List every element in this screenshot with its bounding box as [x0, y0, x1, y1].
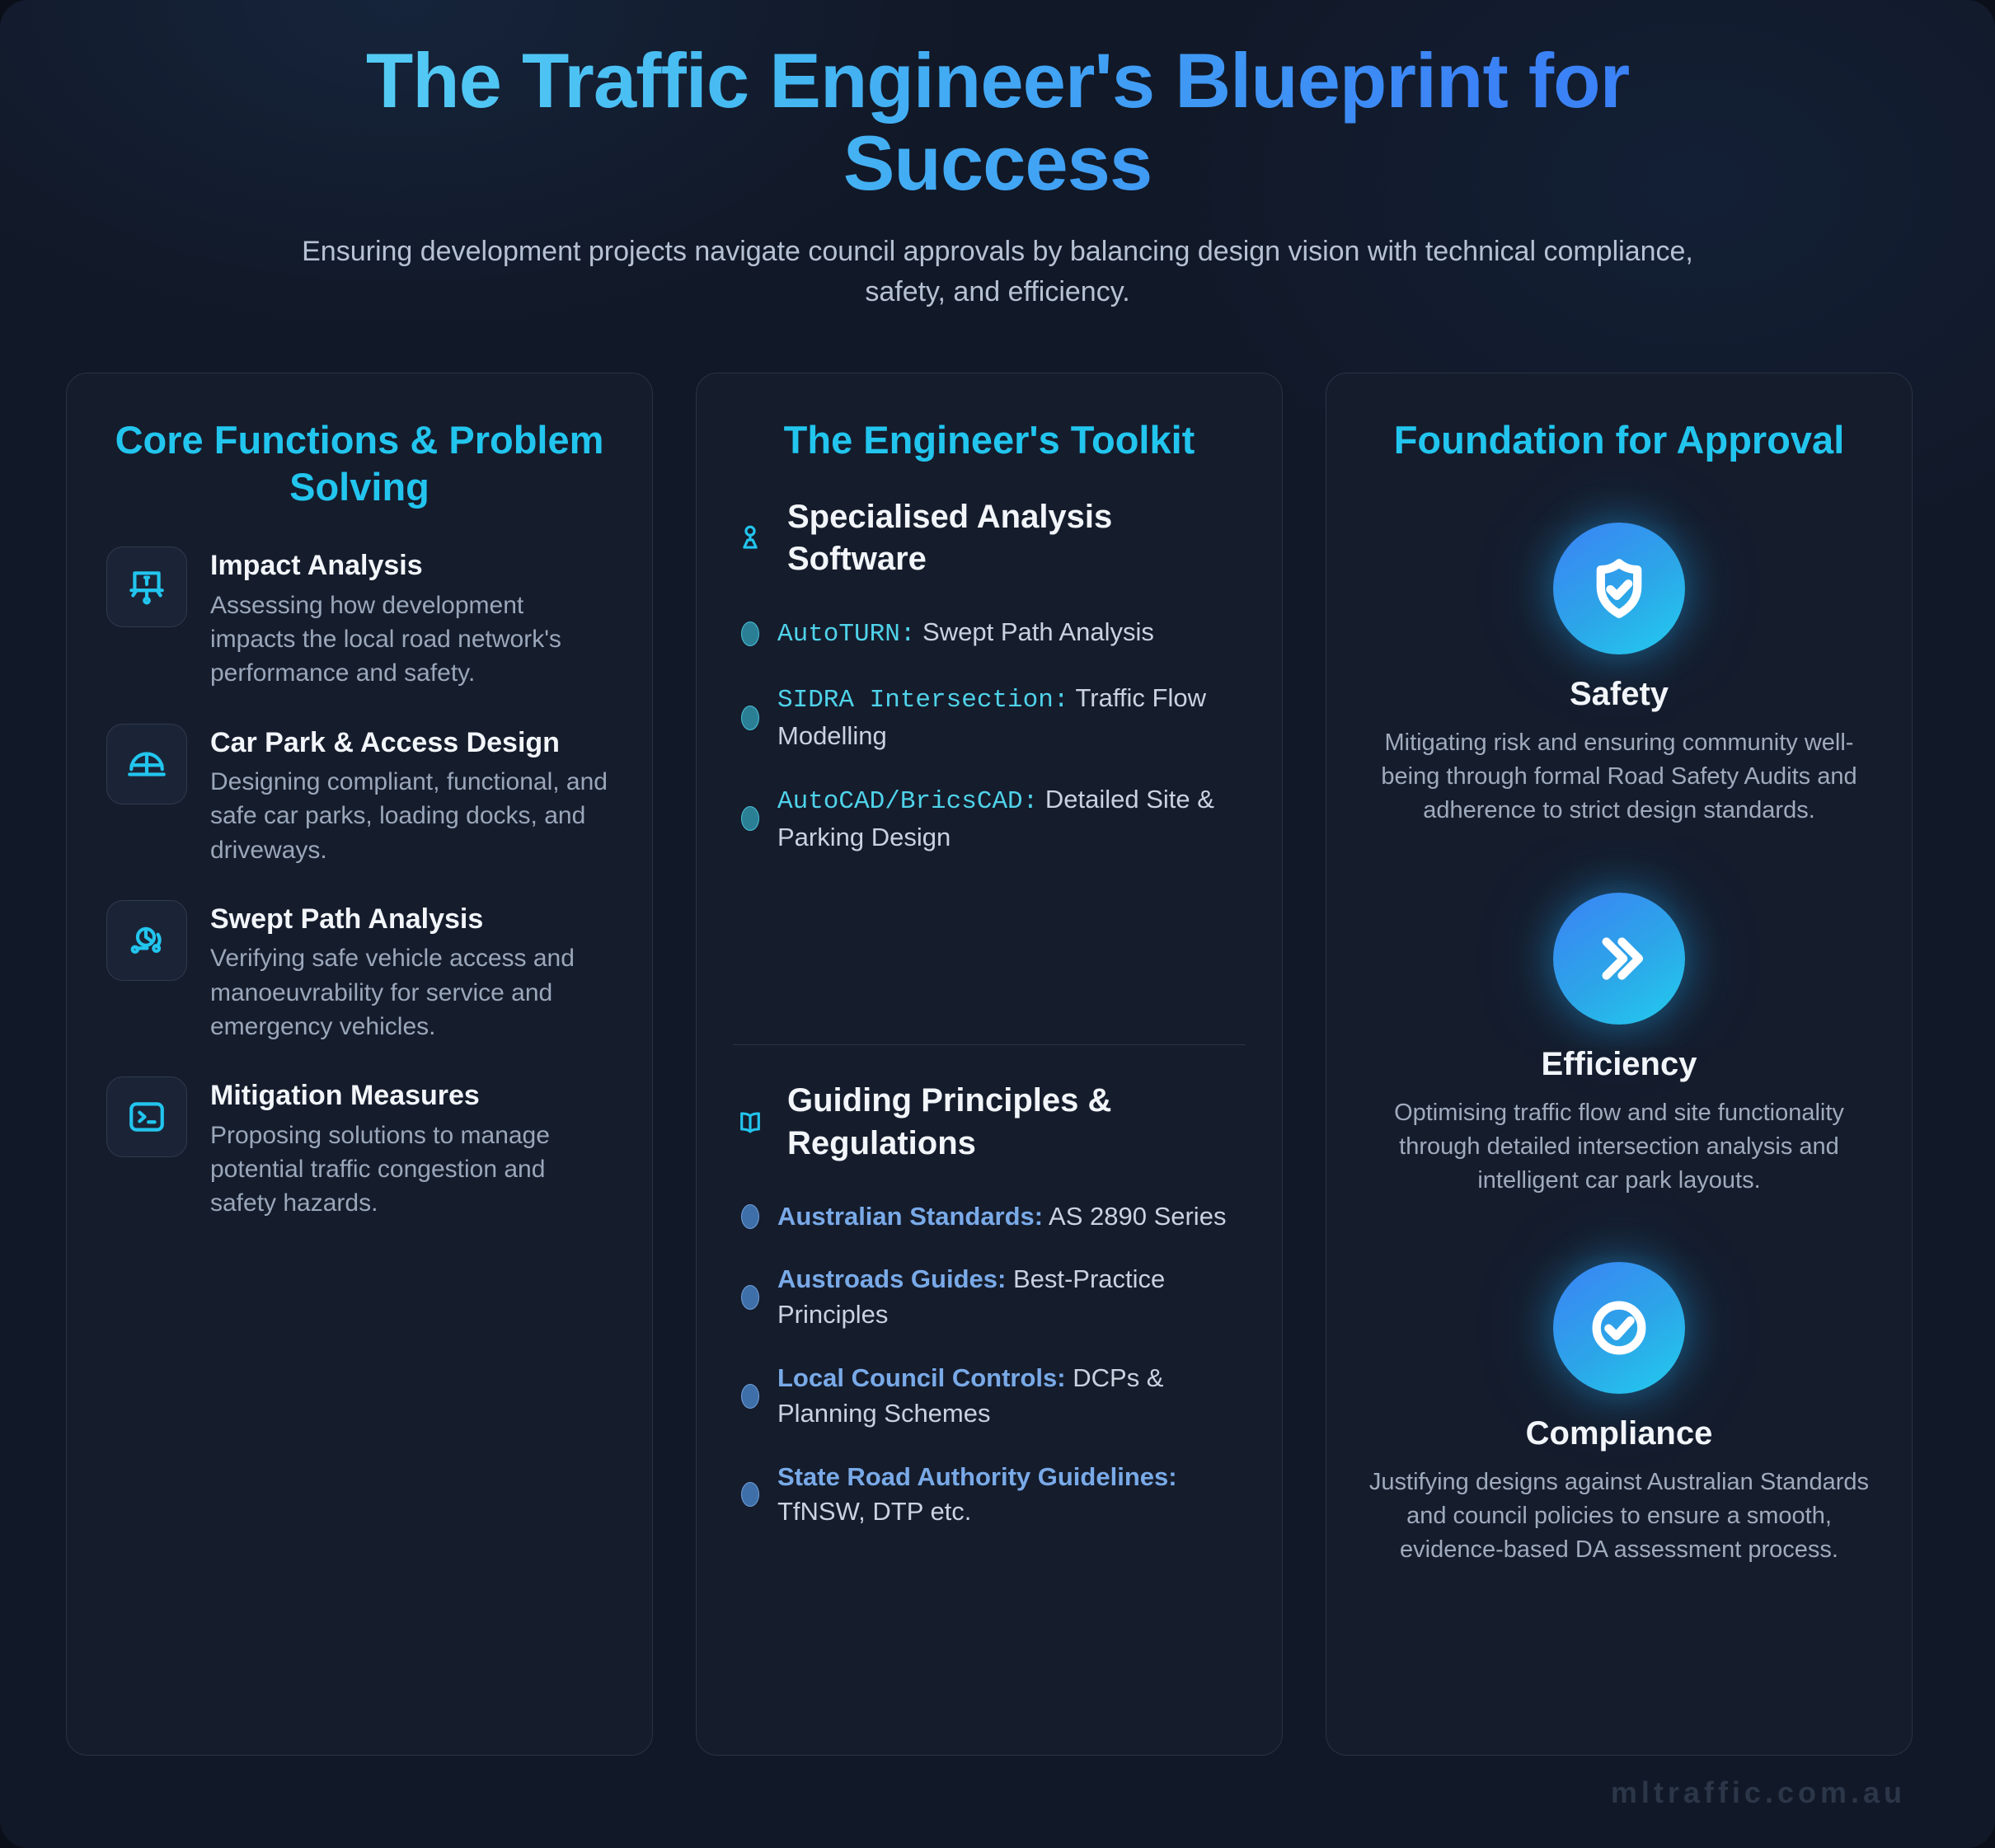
open-book-icon — [733, 1105, 767, 1140]
list-item-title: Swept Path Analysis — [210, 903, 484, 936]
card-foundation-approval: Foundation for Approval Safety Mitigatin… — [1326, 372, 1913, 1756]
swept-path-curve-icon — [106, 900, 187, 982]
list-item-text: AutoTURN: Swept Path Analysis — [777, 615, 1154, 653]
list-item: Impact Analysis Assessing how developmen… — [106, 546, 613, 690]
card-title-toolkit: The Engineer's Toolkit — [783, 417, 1195, 462]
list-item-text: Local Council Controls: DCPs & Planning … — [777, 1361, 1246, 1432]
list-item-title: Mitigation Measures — [210, 1080, 480, 1112]
software-desc: Traffic Flow Modelling — [777, 683, 1206, 751]
list-item-title: Car Park & Access Design — [210, 726, 560, 758]
list-item-desc: Justifying designs against Australian St… — [1368, 1469, 1870, 1564]
card-title-foundation: Foundation for Approval — [1393, 417, 1845, 462]
regulation-label: Local Council Controls: — [777, 1363, 1066, 1392]
list-item: Local Council Controls: DCPs & Planning … — [741, 1361, 1246, 1432]
list-item-text: Car Park & Access Design Designing compl… — [210, 724, 613, 867]
regulation-label: State Road Authority Guidelines: — [777, 1461, 1177, 1491]
list-item-desc: Assessing how development impacts the lo… — [210, 591, 561, 687]
double-chevron-right-icon — [1553, 892, 1685, 1025]
list-item-title: Impact Analysis — [210, 550, 423, 582]
list-item-text: AutoCAD/BricsCAD: Detailed Site & Parkin… — [777, 782, 1246, 856]
principles-list: Australian Standards: AS 2890 Series Aus… — [733, 1199, 1246, 1530]
software-list: AutoTURN: Swept Path Analysis SIDRA Inte… — [733, 615, 1246, 855]
regulation-desc: DCPs & Planning Schemes — [777, 1363, 1164, 1428]
section-specialised-software: Specialised Analysis Software AutoTURN: … — [733, 496, 1246, 855]
list-item: AutoCAD/BricsCAD: Detailed Site & Parkin… — [741, 782, 1246, 856]
regulation-label: Australian Standards: — [777, 1201, 1044, 1231]
software-label: AutoTURN: — [777, 620, 916, 650]
list-item: SIDRA Intersection: Traffic Flow Modelli… — [741, 681, 1246, 754]
software-desc: Detailed Site & Parking Design — [777, 784, 1214, 851]
section-spacer — [733, 855, 1246, 1044]
columns-container: Core Functions & Problem Solving Impact … — [0, 312, 1995, 1756]
list-item-title: Efficiency — [1541, 1045, 1697, 1082]
list-item-title: Safety — [1569, 676, 1669, 713]
list-item: Mitigation Measures Proposing solutions … — [106, 1076, 613, 1220]
bullet-icon — [741, 1482, 759, 1508]
section-guiding-principles: Guiding Principles & Regulations Austral… — [733, 1080, 1246, 1530]
regulation-desc: TfNSW, DTP etc. — [777, 1497, 972, 1527]
page-subtitle: Ensuring development projects navigate c… — [302, 236, 1693, 307]
bullet-icon — [741, 1204, 759, 1230]
car-park-grid-icon — [106, 723, 187, 804]
shield-check-icon — [1553, 523, 1685, 655]
terminal-icon — [106, 1076, 187, 1158]
pillars-list: Safety Mitigating risk and ensuring comm… — [1359, 523, 1879, 1568]
section-heading-row: Guiding Principles & Regulations — [733, 1080, 1246, 1164]
section-heading-text: Specialised Analysis Software — [787, 499, 1113, 578]
list-item-desc: Verifying safe vehicle access and manoeu… — [210, 945, 575, 1041]
list-item: Safety Mitigating risk and ensuring comm… — [1359, 523, 1879, 828]
list-item-text: Swept Path Analysis Verifying safe vehic… — [210, 900, 613, 1044]
check-circle-icon — [1553, 1262, 1685, 1395]
section-divider — [733, 1044, 1246, 1046]
bullet-icon — [741, 621, 759, 647]
card-engineers-toolkit: The Engineer's Toolkit Specialised Analy… — [696, 372, 1283, 1756]
presentation-board-icon — [106, 546, 187, 628]
microscope-icon — [733, 521, 767, 556]
card-title-core-functions: Core Functions & Problem Solving — [115, 417, 604, 509]
regulation-desc: AS 2890 Series — [1043, 1201, 1227, 1231]
list-item: Efficiency Optimising traffic flow and s… — [1359, 892, 1879, 1198]
list-item-text: Impact Analysis Assessing how developmen… — [210, 546, 613, 690]
core-functions-list: Impact Analysis Assessing how developmen… — [106, 546, 613, 1220]
list-item-desc: Mitigating risk and ensuring community w… — [1381, 729, 1857, 824]
list-item: Compliance Justifying designs against Au… — [1359, 1262, 1879, 1568]
page-title: The Traffic Engineer's Blueprint for Suc… — [214, 40, 1781, 204]
software-label: SIDRA Intersection: — [777, 686, 1069, 715]
section-heading-row: Specialised Analysis Software — [733, 496, 1246, 580]
list-item-title: Compliance — [1525, 1415, 1713, 1452]
list-item: Swept Path Analysis Verifying safe vehic… — [106, 900, 613, 1044]
section-heading-text: Guiding Principles & Regulations — [787, 1082, 1112, 1161]
card-core-functions: Core Functions & Problem Solving Impact … — [66, 372, 653, 1756]
regulation-desc: Best-Practice Principles — [777, 1264, 1166, 1330]
watermark: mltraffic.com.au — [1610, 1775, 1906, 1809]
list-item: Austroads Guides: Best-Practice Principl… — [741, 1262, 1246, 1333]
bullet-icon — [741, 1285, 759, 1311]
list-item-text: Austroads Guides: Best-Practice Principl… — [777, 1262, 1246, 1333]
bullet-icon — [741, 1383, 759, 1409]
list-item-desc: Designing compliant, functional, and saf… — [210, 767, 608, 864]
list-item-text: State Road Authority Guidelines: TfNSW, … — [777, 1460, 1246, 1531]
header: The Traffic Engineer's Blueprint for Suc… — [0, 0, 1995, 312]
list-item: State Road Authority Guidelines: TfNSW, … — [741, 1460, 1246, 1531]
list-item-text: Mitigation Measures Proposing solutions … — [210, 1076, 613, 1220]
software-label: AutoCAD/BricsCAD: — [777, 786, 1039, 816]
list-item-text: Australian Standards: AS 2890 Series — [777, 1199, 1226, 1235]
list-item-text: SIDRA Intersection: Traffic Flow Modelli… — [777, 681, 1246, 754]
bullet-icon — [741, 806, 759, 832]
regulation-label: Austroads Guides: — [777, 1264, 1007, 1294]
list-item: AutoTURN: Swept Path Analysis — [741, 615, 1246, 653]
list-item-desc: Proposing solutions to manage potential … — [210, 1121, 550, 1217]
list-item: Car Park & Access Design Designing compl… — [106, 723, 613, 867]
software-desc: Swept Path Analysis — [915, 617, 1154, 647]
bullet-icon — [741, 705, 759, 730]
list-item-desc: Optimising traffic flow and site functio… — [1394, 1099, 1844, 1194]
list-item: Australian Standards: AS 2890 Series — [741, 1199, 1246, 1235]
